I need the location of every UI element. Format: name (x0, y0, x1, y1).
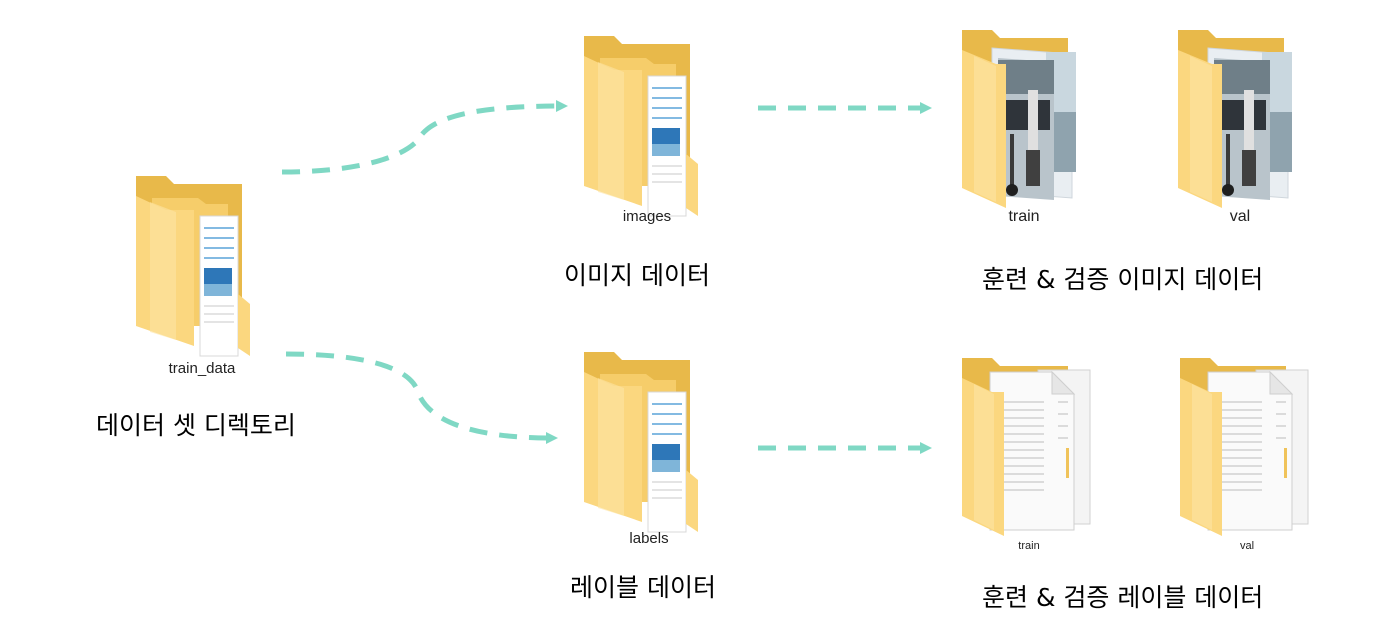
image-data-caption: 이미지 데이터 (564, 261, 710, 290)
images-train-folder-name: train (1008, 208, 1040, 225)
labels-val-folder-icon (1179, 357, 1309, 537)
label-data-caption: 레이블 데이터 (570, 573, 716, 602)
train-data-folder-icon (135, 175, 251, 357)
labels-train-folder-icon (961, 357, 1091, 537)
arrow-root-to-labels (285, 351, 558, 444)
train-val-image-caption: 훈련 & 검증 이미지 데이터 (982, 265, 1264, 294)
dataset-directory-caption: 데이터 셋 디렉토리 (96, 411, 296, 440)
labels-train-folder-name: train (1018, 540, 1040, 552)
images-val-folder-icon (1177, 29, 1293, 209)
arrow-root-to-images (281, 100, 568, 175)
labels-folder-icon (583, 351, 699, 533)
images-folder-icon (583, 35, 699, 217)
images-train-folder-icon (961, 29, 1077, 209)
labels-folder-name: labels (629, 530, 669, 547)
train-data-folder-name: train_data (168, 360, 236, 377)
images-folder-name: images (622, 208, 672, 225)
labels-val-folder-name: val (1239, 540, 1255, 552)
images-val-folder-name: val (1229, 208, 1251, 225)
train-val-label-caption: 훈련 & 검증 레이블 데이터 (982, 583, 1264, 612)
